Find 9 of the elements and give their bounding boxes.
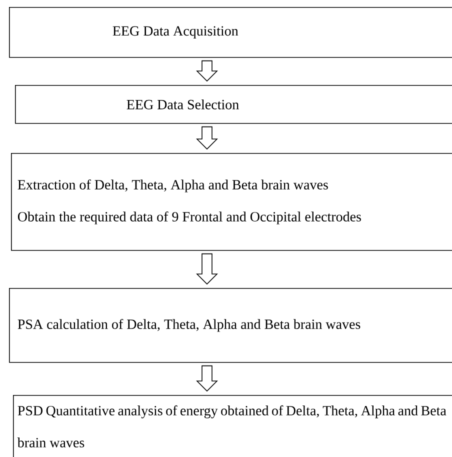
arrow — [196, 365, 218, 392]
process-box: EEG Data Acquisition — [9, 7, 452, 58]
process-box: PSA calculation of Delta, Theta, Alpha and Beta brain waves — [9, 288, 452, 363]
arrow — [196, 126, 218, 150]
process-box: Extraction of Delta, Theta, Alpha and Beta brain waves Obtain the required data of 9 Frontal and Occipital electrodes — [11, 153, 452, 251]
arrow — [196, 60, 218, 82]
process-box: PSD Quantitative analysis of energy obtained of Delta, Theta, Alpha and Beta brain waves — [13, 395, 452, 457]
process-box: EEG Data Selection — [15, 85, 452, 124]
arrow — [196, 253, 218, 285]
